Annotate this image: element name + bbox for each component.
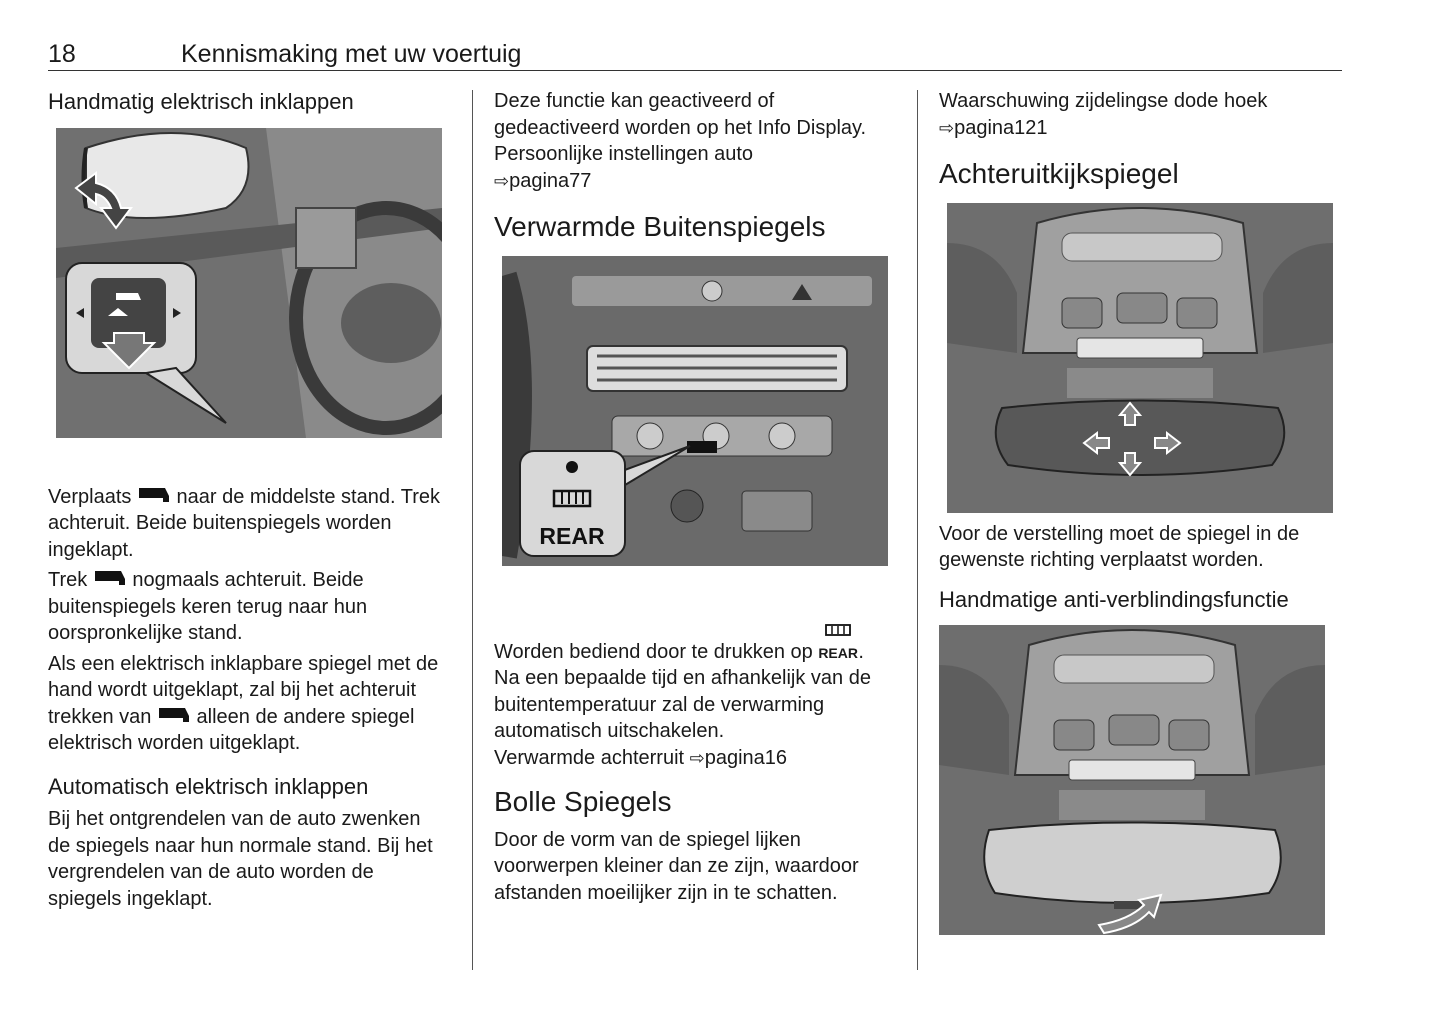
section-heading: Automatisch elektrisch inklappen bbox=[48, 773, 369, 799]
rear-defrost-icon: REAR bbox=[818, 623, 858, 661]
body-paragraph: Waarschuwing zijdelingse dode hoek ⇨pagi… bbox=[939, 90, 1268, 139]
page-ref-arrow-icon: ⇨ bbox=[939, 117, 955, 138]
section-heading: Verwarmde Buitenspiegels bbox=[494, 211, 826, 242]
body-paragraph: Door de vorm van de spiegel lijken voorw… bbox=[494, 828, 859, 904]
page-number: 18 bbox=[48, 40, 76, 68]
section-heading: Handmatig elektrisch inklappen bbox=[48, 89, 354, 114]
body-paragraph: Worden bediend door te drukken op REAR . bbox=[494, 623, 894, 666]
body-paragraph: Bij het ontgrendelen van de auto zwenken… bbox=[48, 808, 433, 910]
body-paragraph: Verwarmde achterruit ⇨pagina16 bbox=[494, 746, 788, 769]
rearview-mirror-adjust-illustration bbox=[947, 202, 1333, 513]
mirror-switch-icon bbox=[138, 487, 169, 502]
figure-rear-label: REAR bbox=[539, 523, 605, 549]
page-reference[interactable]: pagina121 bbox=[954, 116, 1048, 139]
mirror-fold-illustration bbox=[56, 127, 442, 438]
page-header: 18 Kennismaking met uw voertuig bbox=[48, 38, 1342, 71]
body-paragraph: Als een elektrisch inklapbare spiegel me… bbox=[48, 652, 439, 755]
column-1: Handmatig elektrisch inklappen Verplaats… bbox=[48, 88, 448, 912]
section-heading: Achteruitkijkspiegel bbox=[939, 158, 1179, 189]
body-paragraph: Verplaats naar de middelste stand. Trek … bbox=[48, 485, 440, 561]
mirror-switch-icon bbox=[158, 707, 189, 722]
body-paragraph: Na een bepaalde tijd en afhankelijk van … bbox=[494, 667, 871, 743]
section-heading: Bolle Spiegels bbox=[494, 786, 672, 818]
body-paragraph: Persoonlijke instellingen auto ⇨pagina77 bbox=[494, 143, 754, 192]
body-paragraph: Trek nogmaals achteruit. Beide buitenspi… bbox=[48, 569, 368, 644]
mirror-switch-icon bbox=[94, 571, 125, 585]
column-2: Deze functie kan geactiveerd of gedeacti… bbox=[494, 88, 894, 906]
page-reference[interactable]: pagina77 bbox=[509, 169, 592, 192]
dashboard-figure: REAR bbox=[502, 255, 888, 566]
body-paragraph: Deze functie kan geactiveerd of gedeacti… bbox=[494, 90, 867, 139]
page-ref-arrow-icon: ⇨ bbox=[494, 170, 510, 191]
heated-mirror-illustration: REAR bbox=[502, 255, 888, 566]
page-ref-arrow-icon: ⇨ bbox=[689, 747, 705, 768]
anti-glare-illustration bbox=[939, 625, 1325, 936]
page-title: Kennismaking met uw voertuig bbox=[181, 40, 522, 68]
column-divider bbox=[917, 90, 918, 970]
mirror-switch-figure bbox=[56, 127, 442, 438]
anti-glare-mirror-figure bbox=[939, 625, 1325, 936]
column-3: Waarschuwing zijdelingse dode hoek ⇨pagi… bbox=[939, 88, 1339, 936]
section-heading: Handmatige anti-verblindingsfunctie bbox=[939, 586, 1289, 612]
column-divider bbox=[472, 90, 473, 970]
body-paragraph: Voor de verstelling moet de spiegel in d… bbox=[939, 522, 1300, 572]
page-reference[interactable]: pagina16 bbox=[704, 746, 788, 769]
rearview-mirror-figure bbox=[947, 202, 1333, 513]
